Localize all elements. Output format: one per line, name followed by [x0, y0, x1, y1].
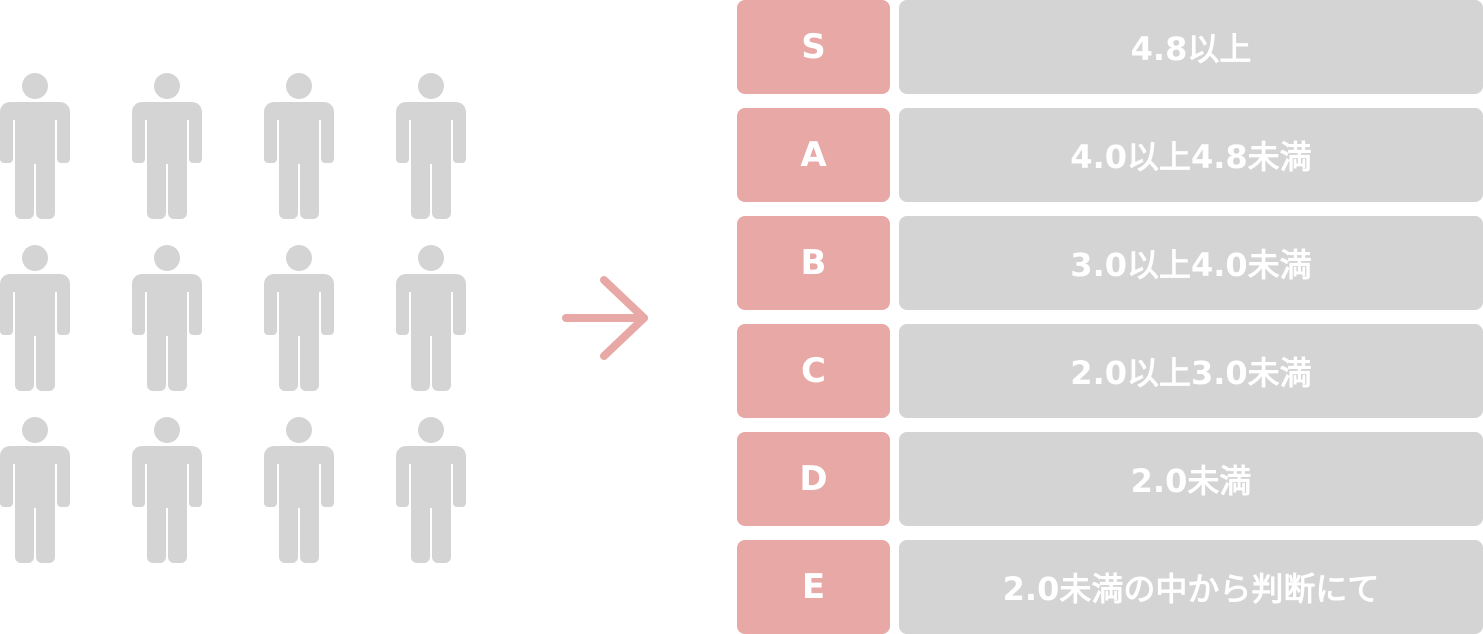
rank-row-d: D 2.0未満 — [737, 432, 1483, 526]
range-label: 3.0以上4.0未満 — [899, 216, 1483, 310]
person-icon — [264, 73, 334, 219]
person-icon — [132, 245, 202, 391]
grade-label: C — [737, 324, 890, 418]
grade-label: S — [737, 0, 890, 94]
person-icon — [396, 245, 466, 391]
person-icon — [132, 417, 202, 563]
grade-label: B — [737, 216, 890, 310]
person-icon — [264, 245, 334, 391]
range-label: 4.8以上 — [899, 0, 1483, 94]
range-label: 2.0以上3.0未満 — [899, 324, 1483, 418]
rank-row-c: C 2.0以上3.0未満 — [737, 324, 1483, 418]
rank-table: S 4.8以上 A 4.0以上4.8未満 B 3.0以上4.0未満 C 2.0以… — [737, 0, 1483, 634]
rank-row-b: B 3.0以上4.0未満 — [737, 216, 1483, 310]
grade-label: E — [737, 540, 890, 634]
rank-row-a: A 4.0以上4.8未満 — [737, 108, 1483, 202]
person-icon — [0, 73, 70, 219]
grade-label: D — [737, 432, 890, 526]
person-icon — [396, 73, 466, 219]
person-icon — [264, 417, 334, 563]
person-icon — [396, 417, 466, 563]
range-label: 2.0未満 — [899, 432, 1483, 526]
range-label: 4.0以上4.8未満 — [899, 108, 1483, 202]
grade-label: A — [737, 108, 890, 202]
person-icon — [0, 417, 70, 563]
rank-row-e: E 2.0未満の中から判断にて — [737, 540, 1483, 634]
people-grid — [0, 73, 470, 565]
range-label: 2.0未満の中から判断にて — [899, 540, 1483, 634]
arrow-right-icon — [560, 274, 652, 362]
person-icon — [132, 73, 202, 219]
person-icon — [0, 245, 70, 391]
rank-row-s: S 4.8以上 — [737, 0, 1483, 94]
